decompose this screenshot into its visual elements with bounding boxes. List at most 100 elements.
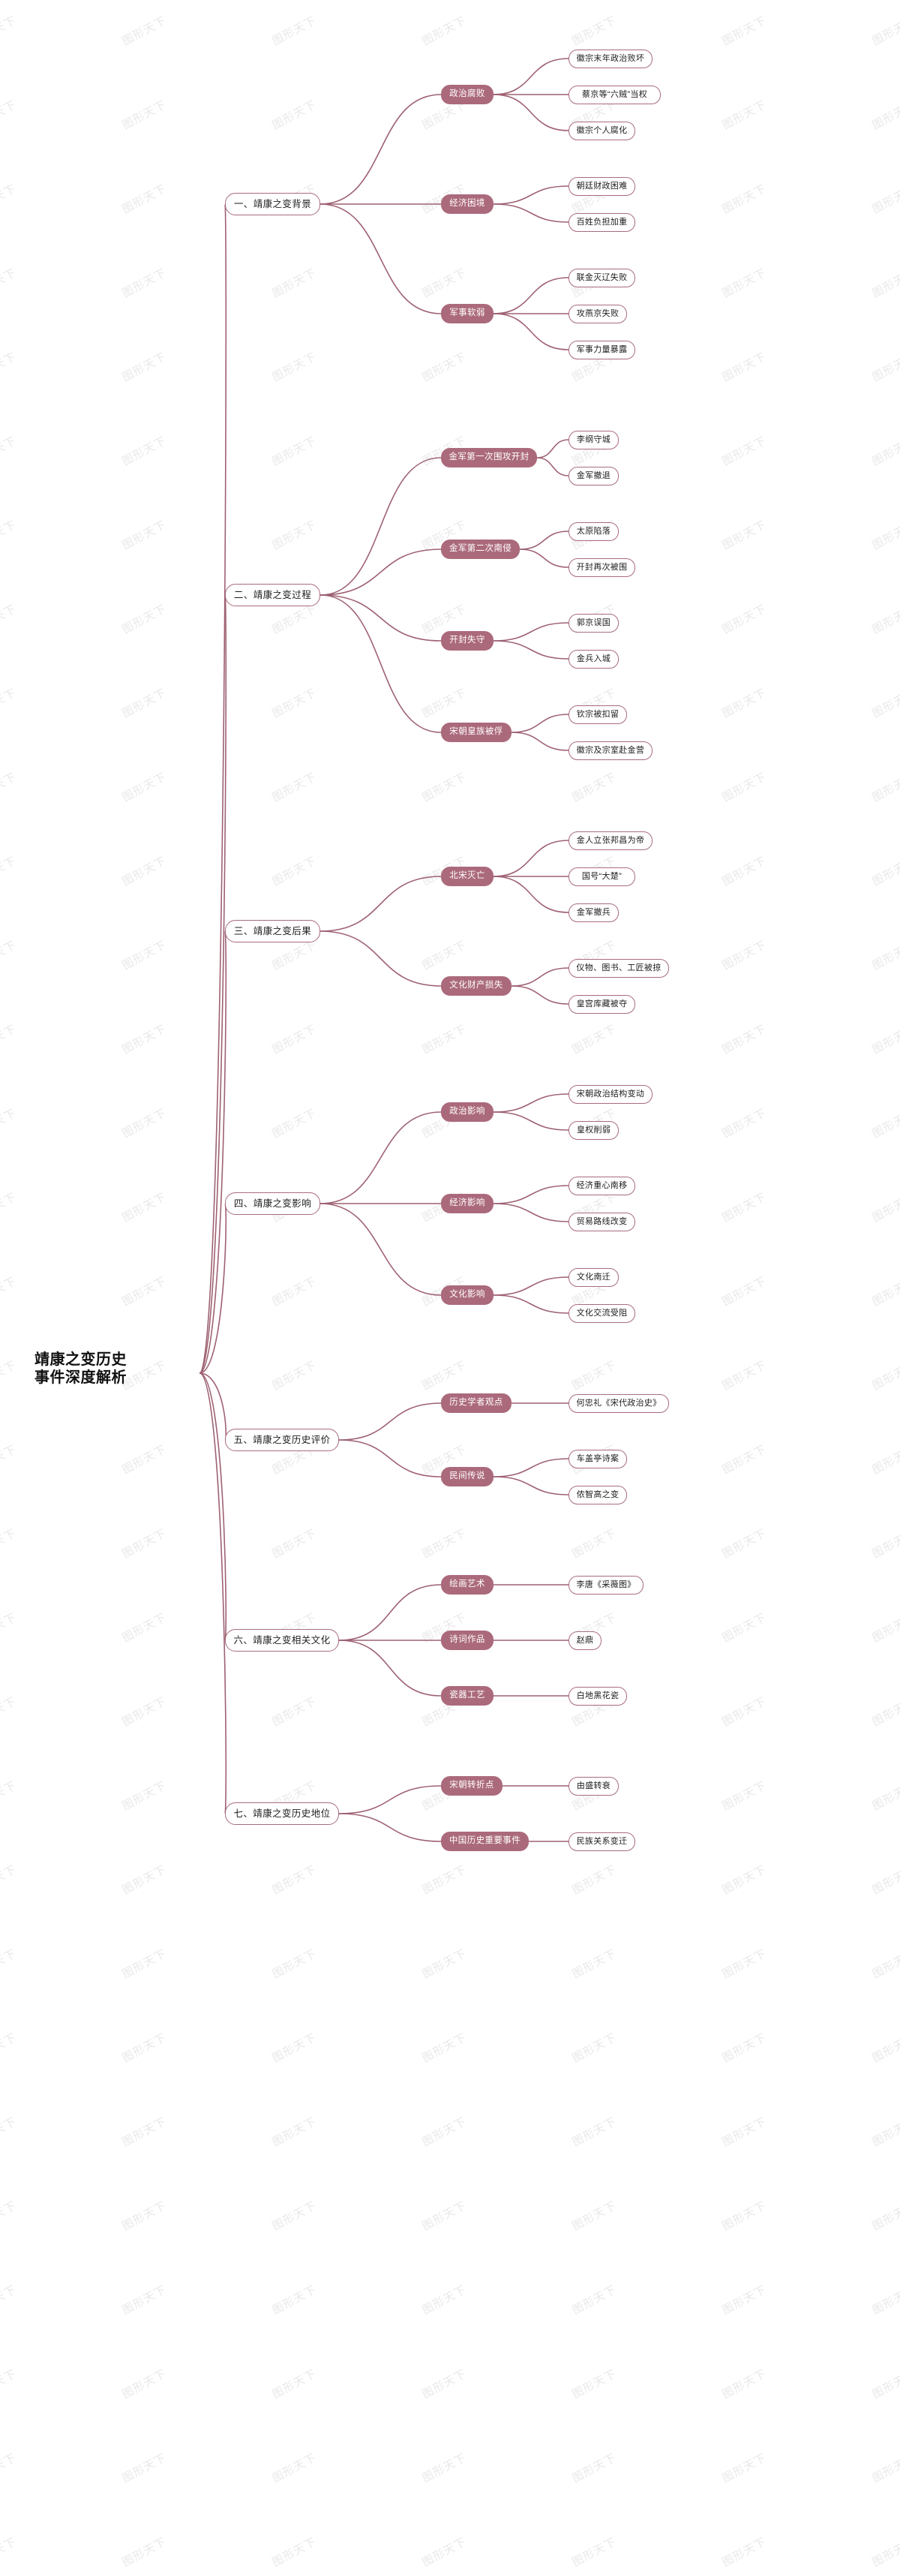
root-node[interactable]: 靖康之变历史 事件深度解析 — [34, 1351, 200, 1396]
node-label: 金人立张邦昌为帝 — [576, 835, 645, 845]
leaf-node[interactable]: 侬智高之变 — [568, 1485, 627, 1504]
sub-branch-node[interactable]: 经济困境 — [441, 194, 494, 214]
leaf-node[interactable]: 金人立张邦昌为帝 — [568, 831, 652, 850]
sub-branch-node[interactable]: 政治影响 — [441, 1102, 494, 1122]
leaf-node[interactable]: 徽宗个人腐化 — [568, 121, 635, 140]
node-label: 军事软弱 — [449, 308, 485, 318]
node-label: 民间传说 — [449, 1471, 485, 1481]
leaf-node[interactable]: 开封再次被围 — [568, 558, 635, 577]
branch-node[interactable]: 四、靖康之变影响 — [225, 1192, 320, 1215]
root-connector-path — [199, 930, 227, 1374]
leaf-node[interactable]: 贸易路线改变 — [568, 1212, 635, 1231]
leaf-node[interactable]: 徽宗及宗室赴金营 — [568, 741, 652, 760]
connector-path — [338, 1813, 442, 1842]
sub-branch-node[interactable]: 金军第一次围攻开封 — [441, 448, 537, 467]
sub-branch-node[interactable]: 文化影响 — [441, 1285, 494, 1305]
sub-branch-node[interactable]: 民间传说 — [441, 1467, 494, 1486]
sub-branch-node[interactable]: 中国历史重要事件 — [441, 1832, 529, 1851]
connector-path — [338, 1439, 442, 1477]
leaf-node[interactable]: 钦宗被扣留 — [568, 705, 627, 724]
branch-node[interactable]: 七、靖康之变历史地位 — [225, 1802, 339, 1825]
sub-branch-node[interactable]: 政治腐败 — [441, 85, 494, 104]
branch-node[interactable]: 六、靖康之变相关文化 — [225, 1629, 339, 1652]
sub-branch-node[interactable]: 绘画艺术 — [441, 1575, 494, 1595]
node-label: 金兵入城 — [576, 654, 611, 663]
branch-node[interactable]: 一、靖康之变背景 — [225, 193, 320, 215]
leaf-node[interactable]: 蔡京等“六贼”当权 — [568, 85, 661, 104]
connector-path — [320, 203, 442, 314]
connector-path — [493, 185, 569, 205]
branch-node[interactable]: 二、靖康之变过程 — [225, 584, 320, 606]
leaf-node[interactable]: 金兵入城 — [568, 649, 619, 669]
node-label: 诗词作品 — [449, 1635, 485, 1645]
sub-branch-node[interactable]: 瓷器工艺 — [441, 1686, 494, 1706]
sub-branch-node[interactable]: 军事软弱 — [441, 304, 494, 323]
sub-branch-node[interactable]: 经济影响 — [441, 1194, 494, 1213]
connector-path — [338, 1584, 442, 1641]
connector-path — [493, 313, 569, 350]
connector-path — [320, 1203, 442, 1296]
node-label: 侬智高之变 — [576, 1489, 620, 1499]
node-label: 何忠礼《宋代政治史》 — [576, 1398, 662, 1408]
connector-path — [493, 1203, 569, 1222]
leaf-node[interactable]: 车盖亭诗案 — [568, 1449, 627, 1468]
leaf-node[interactable]: 经济重心南移 — [568, 1176, 635, 1195]
leaf-node[interactable]: 攻燕京失败 — [568, 304, 627, 323]
node-label: 郭京误国 — [576, 618, 611, 627]
connector-path — [493, 1185, 569, 1204]
leaf-node[interactable]: 李唐《采薇图》 — [568, 1575, 644, 1595]
leaf-node[interactable]: 联金灭辽失败 — [568, 268, 635, 287]
sub-branch-node[interactable]: 诗词作品 — [441, 1631, 494, 1650]
leaf-node[interactable]: 朝廷财政困难 — [568, 176, 635, 196]
node-label: 文化南迁 — [576, 1272, 611, 1282]
leaf-node[interactable]: 由盛转衰 — [568, 1776, 619, 1796]
leaf-node[interactable]: 皇权削弱 — [568, 1120, 619, 1140]
leaf-node[interactable]: 皇宫库藏被夺 — [568, 994, 635, 1014]
connector-path — [320, 1111, 442, 1204]
sub-branch-node[interactable]: 金军第二次南侵 — [441, 540, 520, 559]
leaf-node[interactable]: 赵鼎 — [568, 1631, 602, 1650]
leaf-node[interactable]: 郭京误国 — [568, 613, 619, 633]
node-label: 开封失守 — [449, 636, 485, 645]
connector-path — [320, 594, 442, 642]
sub-branch-node[interactable]: 历史学者观点 — [441, 1393, 512, 1413]
node-label: 攻燕京失败 — [576, 308, 620, 318]
sub-branch-node[interactable]: 文化财产损失 — [441, 976, 512, 996]
leaf-node[interactable]: 文化交流受阻 — [568, 1303, 635, 1323]
node-label: 联金灭辽失败 — [576, 272, 628, 282]
leaf-node[interactable]: 金军撤退 — [568, 466, 619, 485]
node-label: 李唐《采薇图》 — [576, 1580, 636, 1589]
leaf-node[interactable]: 李纲守城 — [568, 430, 619, 449]
leaf-node[interactable]: 民族关系变迁 — [568, 1832, 635, 1851]
leaf-node[interactable]: 百姓负担加重 — [568, 212, 635, 232]
node-label: 文化交流受阻 — [576, 1308, 628, 1318]
leaf-node[interactable]: 何忠礼《宋代政治史》 — [568, 1393, 669, 1413]
node-label: 太原陷落 — [576, 526, 611, 536]
leaf-node[interactable]: 仪物、图书、工匠被掠 — [568, 958, 669, 978]
connector-path — [493, 876, 569, 913]
sub-branch-node[interactable]: 开封失守 — [441, 631, 494, 651]
sub-branch-node[interactable]: 北宋灭亡 — [441, 867, 494, 886]
branch-node[interactable]: 三、靖康之变后果 — [225, 920, 320, 942]
sub-branch-node[interactable]: 宋朝皇族被俘 — [441, 723, 512, 742]
connector-path — [338, 1785, 442, 1814]
node-label: 金军第一次围攻开封 — [448, 452, 530, 462]
connector-path — [493, 840, 569, 877]
connector-path — [511, 714, 569, 733]
node-label: 宋朝政治结构变动 — [576, 1089, 645, 1099]
leaf-node[interactable]: 金军撤兵 — [568, 903, 619, 922]
leaf-node[interactable]: 文化南迁 — [568, 1267, 619, 1287]
leaf-node[interactable]: 军事力量暴露 — [568, 340, 635, 359]
leaf-node[interactable]: 太原陷落 — [568, 522, 619, 541]
leaf-node[interactable]: 白地黑花瓷 — [568, 1686, 627, 1706]
leaf-node[interactable]: 徽宗末年政治败坏 — [568, 49, 652, 68]
branch-node[interactable]: 五、靖康之变历史评价 — [225, 1429, 339, 1451]
root-title-line1: 靖康之变历史 — [34, 1351, 127, 1368]
node-label: 瓷器工艺 — [449, 1691, 485, 1700]
connector-path — [493, 1476, 569, 1495]
leaf-node[interactable]: 宋朝政治结构变动 — [568, 1084, 652, 1104]
leaf-node[interactable]: 国号“大楚” — [568, 867, 635, 886]
sub-branch-node[interactable]: 宋朝转折点 — [441, 1776, 502, 1796]
connector-path — [338, 1402, 442, 1441]
